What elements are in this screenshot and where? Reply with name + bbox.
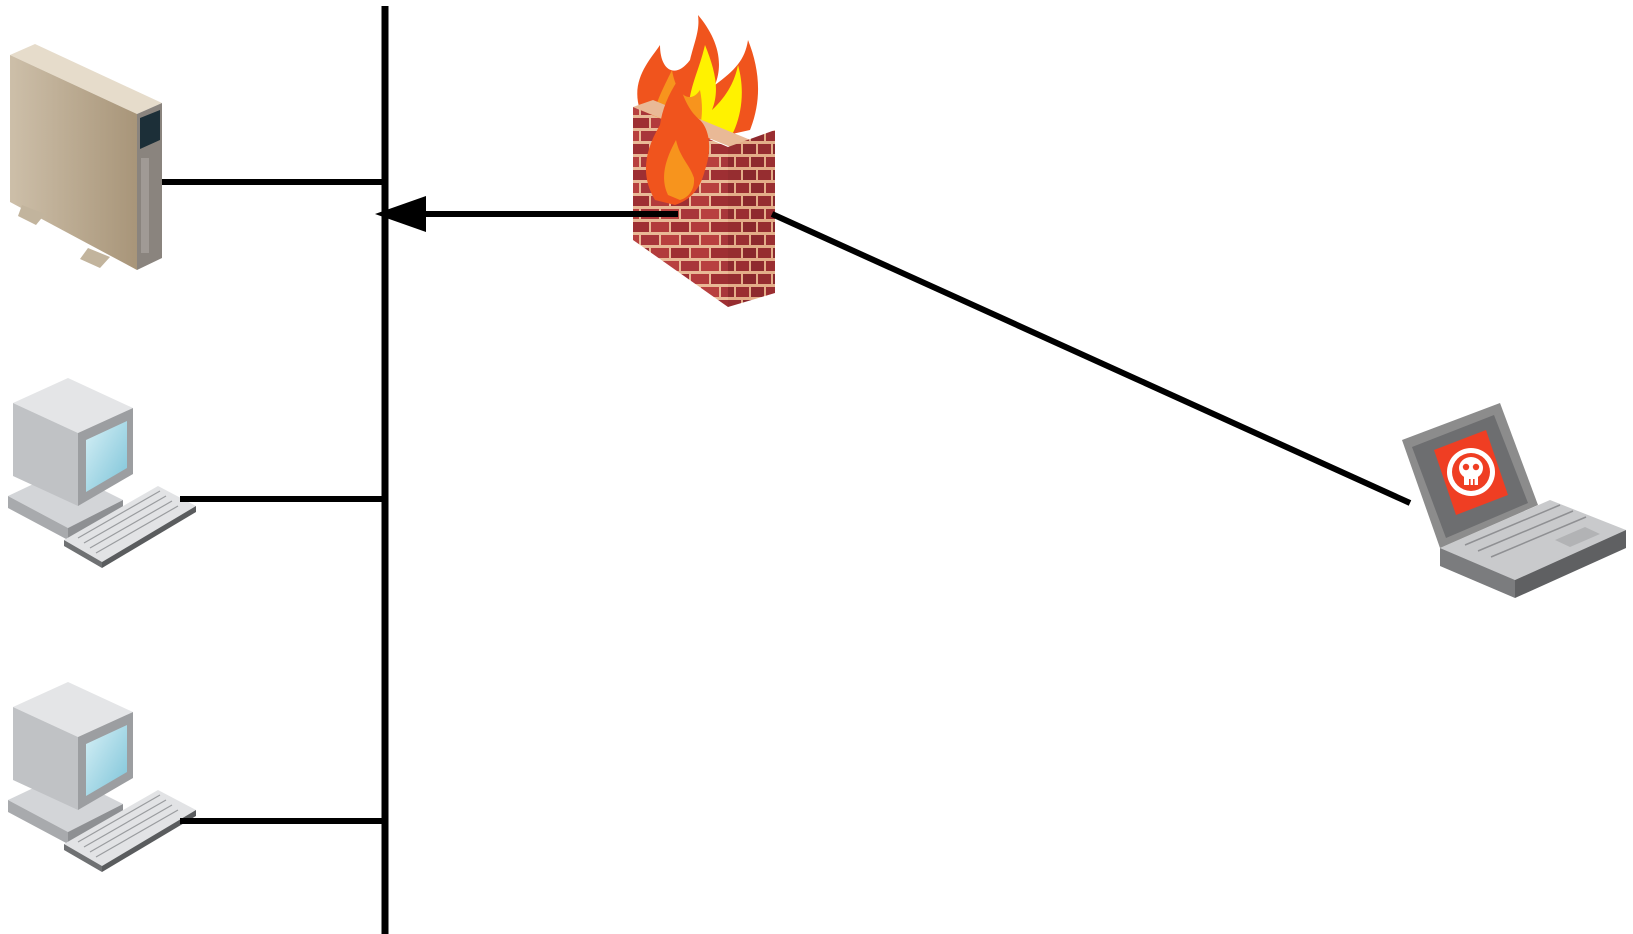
- flame-icon: [688, 45, 742, 135]
- attacker-to-firewall-link: [770, 211, 1412, 506]
- laptop-skull-icon: [1402, 403, 1626, 598]
- desktop-computer-icon: [8, 378, 196, 568]
- desktop-computer-icon: [8, 682, 196, 872]
- server-tower-icon: [10, 44, 162, 270]
- flame-icon: [664, 140, 695, 200]
- flame-icon: [645, 80, 710, 205]
- firewall-brick-wall-icon: [633, 15, 775, 307]
- arrowhead-icon: [375, 196, 426, 232]
- skull-icon: [1447, 448, 1495, 496]
